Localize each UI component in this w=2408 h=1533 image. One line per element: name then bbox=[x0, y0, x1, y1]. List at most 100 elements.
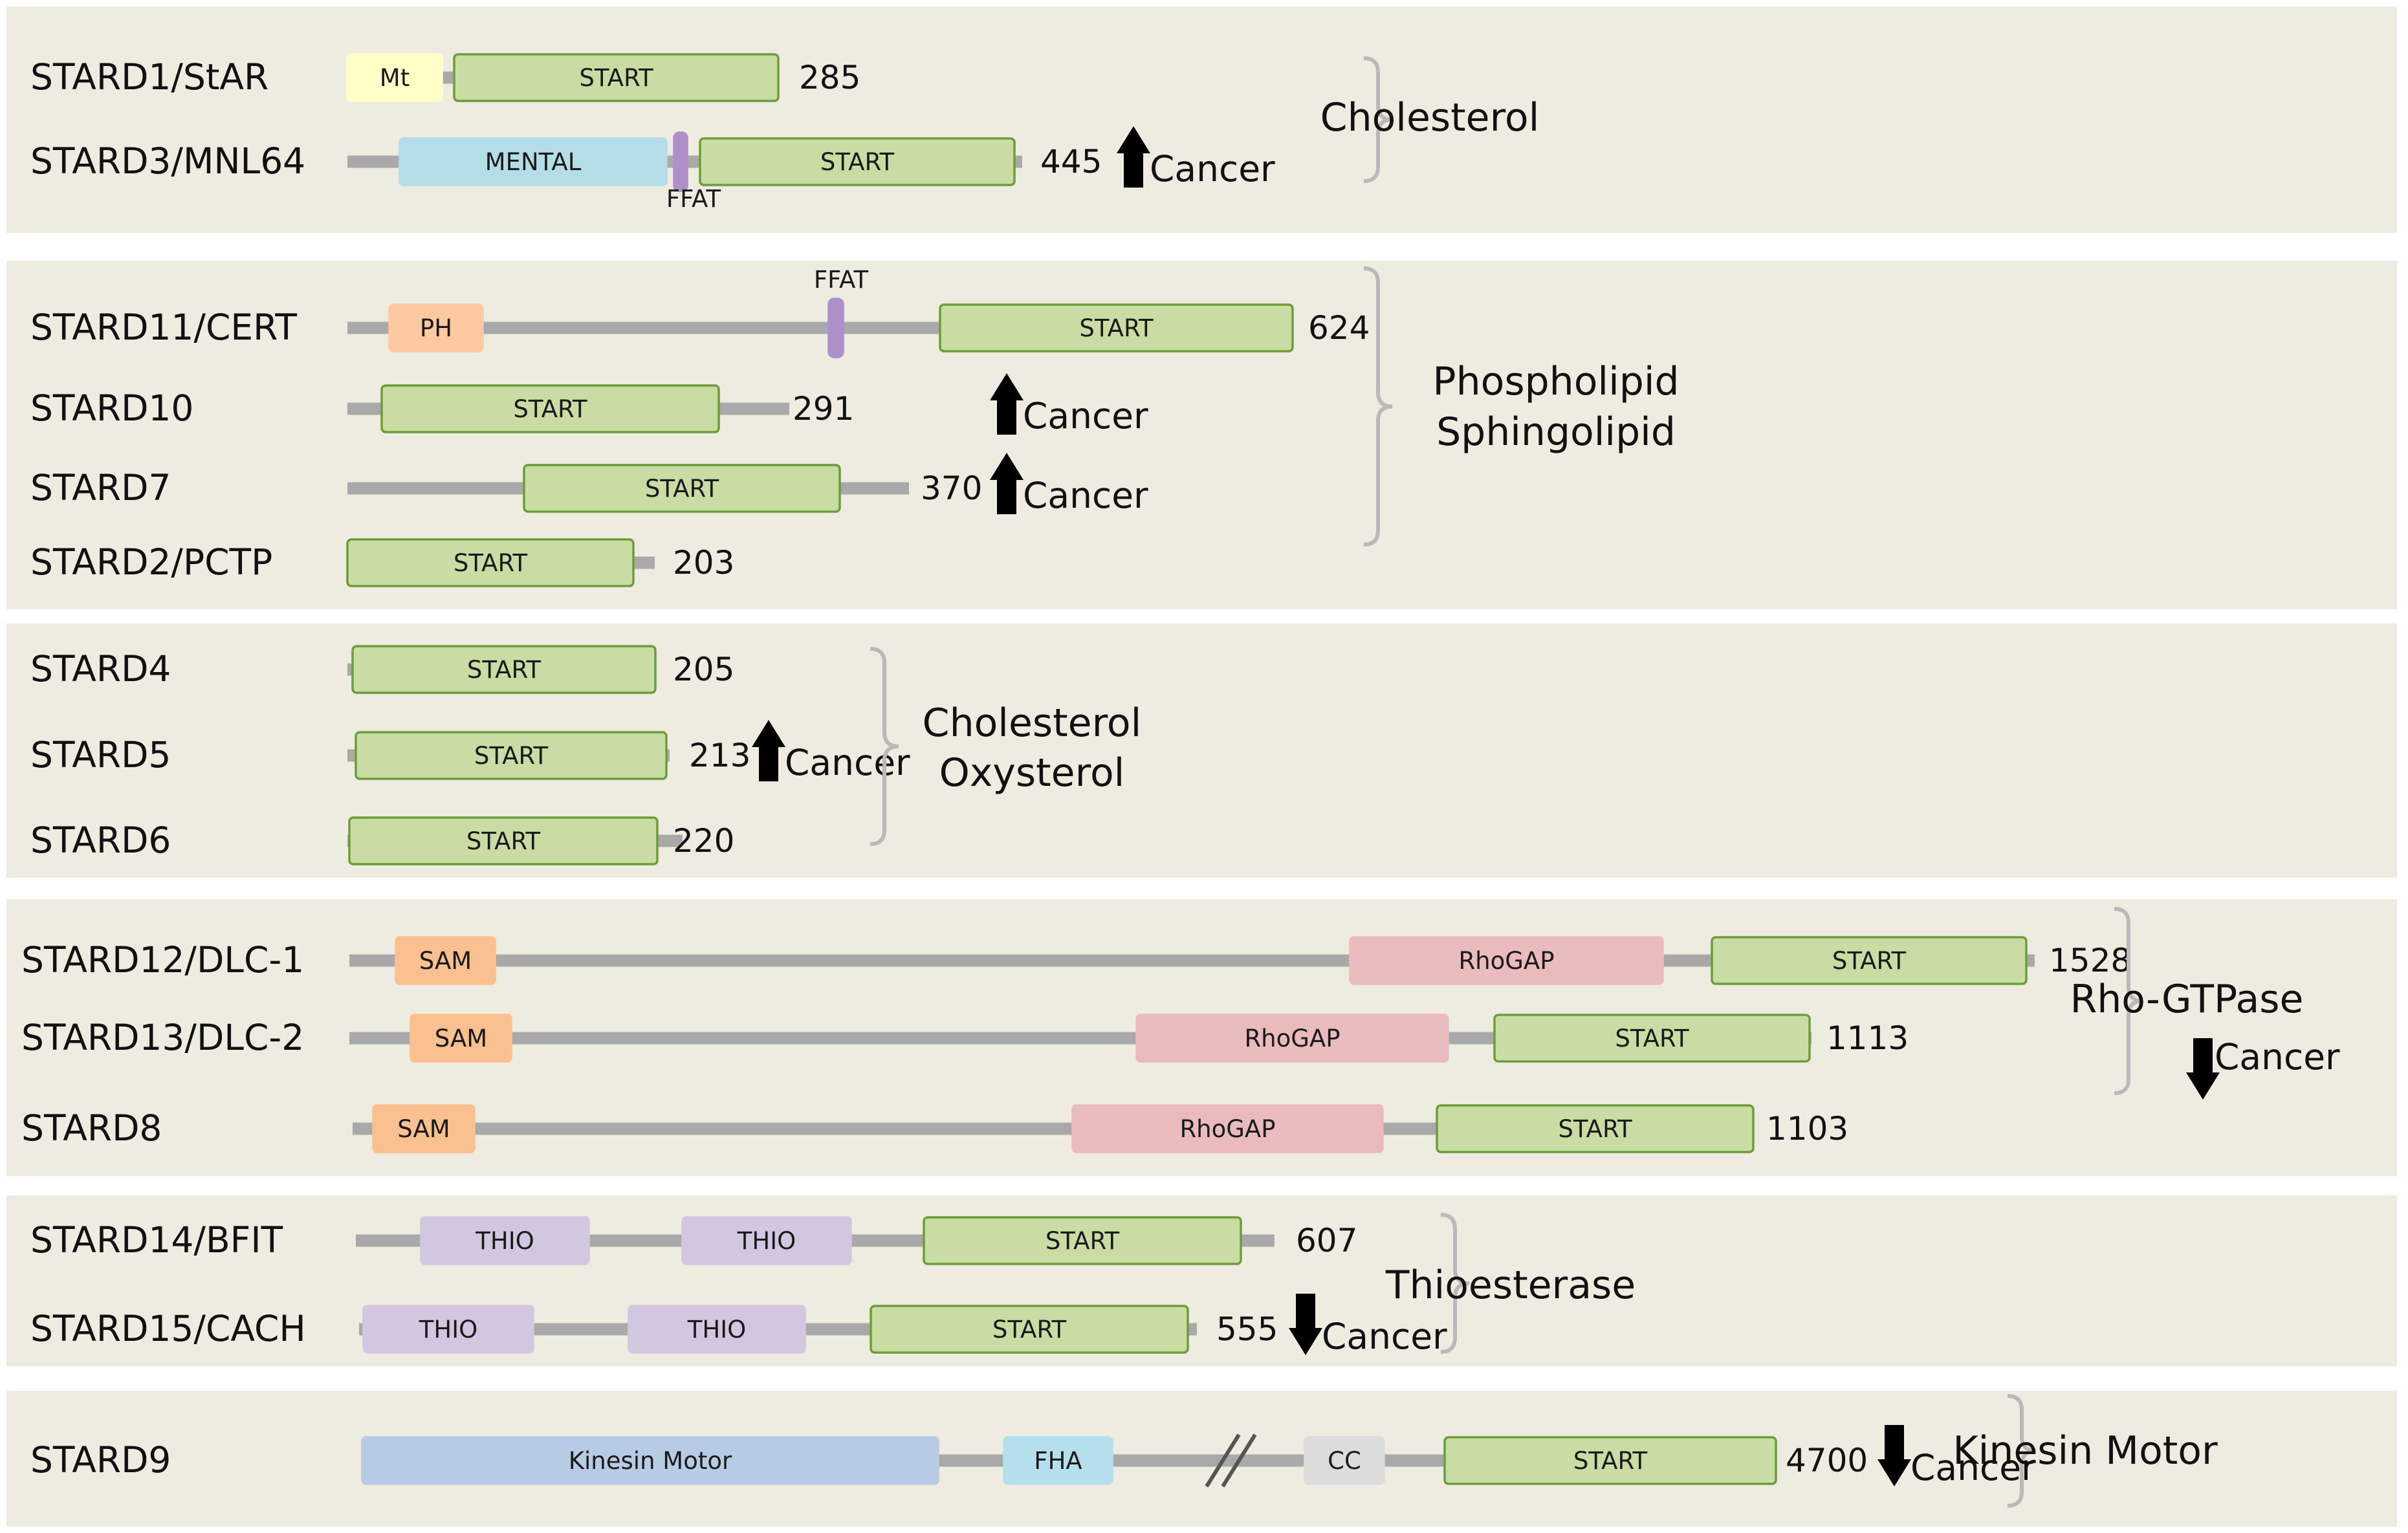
domain-rhogap bbox=[1135, 1014, 1449, 1063]
domain-sam bbox=[410, 1014, 512, 1063]
domain-label-mental: MENTAL bbox=[485, 148, 582, 176]
domain-label-start: START bbox=[1558, 1115, 1632, 1143]
domain-start bbox=[1493, 1014, 1811, 1063]
domain-sam bbox=[395, 936, 496, 985]
group-bracket bbox=[1440, 1213, 1470, 1354]
domain-start bbox=[346, 538, 635, 587]
protein-name: STARD14/BFIT bbox=[30, 1219, 283, 1261]
axis-break-mark bbox=[1205, 1433, 1241, 1488]
length-label: 1103 bbox=[1766, 1110, 1848, 1147]
domain-label-rhogap: RhoGAP bbox=[1179, 1115, 1275, 1143]
length-label: 370 bbox=[921, 470, 982, 507]
domain-label-start: START bbox=[1079, 314, 1154, 342]
protein-name: STARD7 bbox=[30, 467, 171, 508]
length-label: 607 bbox=[1296, 1222, 1357, 1259]
domain-label-ph: PH bbox=[420, 314, 452, 342]
domain-start bbox=[348, 816, 659, 865]
domain-rhogap bbox=[1071, 1104, 1384, 1153]
domain-label-kinesin-motor: Kinesin Motor bbox=[569, 1447, 732, 1475]
domain-label-sam: SAM bbox=[435, 1025, 487, 1052]
protein-name: STARD13/DLC-2 bbox=[21, 1017, 304, 1058]
domain-kinesin-motor bbox=[361, 1436, 939, 1485]
domain-start bbox=[523, 464, 841, 513]
group-bracket bbox=[1363, 266, 1393, 547]
cancer-up-arrow-icon bbox=[752, 720, 785, 781]
protein-name: STARD6 bbox=[30, 820, 171, 861]
group-label: Cholesterol bbox=[1320, 95, 1540, 140]
axis-break-mark bbox=[1221, 1433, 1257, 1488]
domain-thio bbox=[362, 1305, 534, 1354]
protein-name: STARD5 bbox=[30, 734, 171, 776]
domain-label-start: START bbox=[820, 148, 895, 176]
domain-cc bbox=[1304, 1436, 1385, 1485]
domain-label-fha: FHA bbox=[1034, 1447, 1082, 1475]
protein-name: STARD12/DLC-1 bbox=[21, 939, 304, 981]
domain-fha bbox=[1003, 1436, 1113, 1485]
domain-start bbox=[923, 1216, 1242, 1265]
domain-label-cc: CC bbox=[1328, 1447, 1361, 1475]
domain-label-start: START bbox=[467, 656, 542, 684]
length-label: 445 bbox=[1040, 143, 1102, 180]
domain-label-start: START bbox=[1832, 947, 1907, 975]
domain-note-ffat: FFAT bbox=[814, 266, 869, 294]
group-label: Sphingolipid bbox=[1436, 409, 1676, 455]
group-bracket bbox=[2007, 1394, 2037, 1508]
domain-label-rhogap: RhoGAP bbox=[1244, 1025, 1340, 1052]
domain-mental bbox=[399, 137, 668, 186]
domain-label-start: START bbox=[579, 64, 653, 92]
protein-name: STARD10 bbox=[30, 387, 193, 429]
length-label: 285 bbox=[799, 59, 860, 96]
length-label: 291 bbox=[793, 390, 854, 428]
length-label: 220 bbox=[673, 822, 734, 860]
length-label: 1528 bbox=[2049, 942, 2131, 979]
domain-note-ffat: FFAT bbox=[666, 185, 721, 213]
cancer-down-arrow-icon bbox=[1289, 1294, 1322, 1355]
cancer-down-arrow-icon bbox=[1877, 1425, 1911, 1486]
domain-label-thio: THIO bbox=[737, 1227, 796, 1255]
domain-start bbox=[1443, 1436, 1777, 1485]
cancer-up-arrow-icon bbox=[990, 373, 1023, 435]
domain-label-sam: SAM bbox=[397, 1115, 450, 1143]
domain-ffat bbox=[673, 131, 688, 192]
group-label: Rho-GTPase bbox=[2070, 977, 2304, 1022]
protein-name: STARD4 bbox=[30, 648, 171, 690]
domain-start bbox=[1711, 936, 2028, 985]
domain-label-start: START bbox=[1573, 1447, 1648, 1475]
group-annotation: Kinesin Motor bbox=[1953, 1394, 2218, 1508]
domain-thio bbox=[628, 1305, 806, 1354]
domain-label-start: START bbox=[1045, 1227, 1120, 1255]
domain-sam bbox=[372, 1104, 476, 1153]
domain-label-start: START bbox=[645, 475, 719, 503]
domain-label-start: START bbox=[1615, 1025, 1689, 1052]
protein-name: STARD11/CERT bbox=[30, 307, 297, 348]
domain-label-thio: THIO bbox=[419, 1316, 477, 1343]
length-label: 4700 bbox=[1786, 1442, 1868, 1479]
group-label: Oxysterol bbox=[939, 750, 1125, 796]
domain-label-rhogap: RhoGAP bbox=[1458, 947, 1554, 975]
length-label: 555 bbox=[1216, 1310, 1278, 1348]
domain-start bbox=[939, 303, 1294, 353]
cancer-up-arrow-icon bbox=[1117, 126, 1150, 188]
domain-label-start: START bbox=[992, 1316, 1067, 1343]
domain-ph bbox=[388, 303, 484, 353]
cancer-label: Cancer bbox=[1023, 395, 1148, 437]
cancer-label: Cancer bbox=[1910, 1447, 2036, 1488]
length-label: 213 bbox=[689, 737, 750, 774]
